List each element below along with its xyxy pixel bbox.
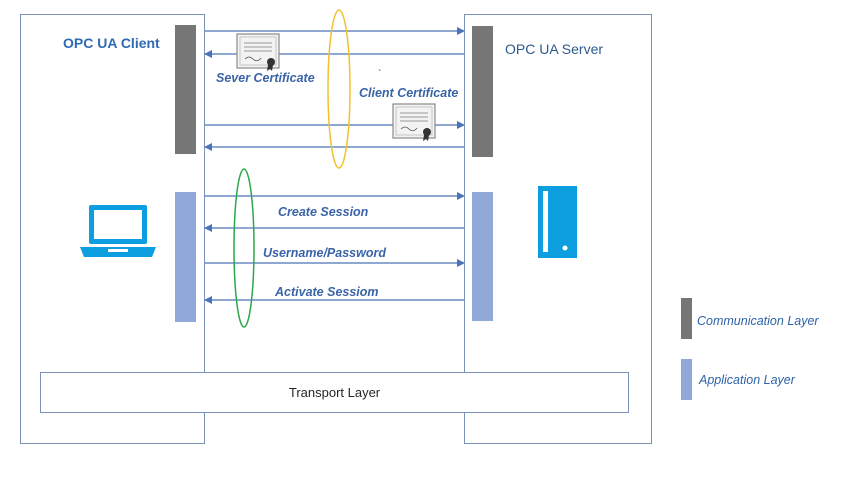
client-communication-layer-bar bbox=[175, 25, 196, 154]
client-application-layer-bar bbox=[175, 192, 196, 322]
certificate-exchange-ellipse bbox=[327, 9, 351, 169]
legend-communication-swatch bbox=[681, 298, 692, 339]
create-session-label: Create Session bbox=[278, 205, 369, 219]
certificate-icon bbox=[392, 103, 436, 141]
legend-application-swatch bbox=[681, 359, 692, 400]
transport-layer-box: Transport Layer bbox=[40, 372, 629, 413]
server-certificate-label: Sever Certificate bbox=[216, 71, 315, 85]
server-icon bbox=[538, 186, 577, 258]
server-application-layer-bar bbox=[472, 192, 493, 321]
activate-session-label: Activate Sessiom bbox=[275, 285, 379, 299]
legend-application-label: Application Layer bbox=[699, 373, 795, 387]
server-title: OPC UA Server bbox=[505, 41, 604, 57]
client-title: OPC UA Client bbox=[63, 35, 160, 51]
laptop-icon bbox=[80, 205, 156, 257]
client-certificate-label: Client Certificate bbox=[359, 86, 459, 100]
username-password-label: Username/Password bbox=[263, 246, 386, 260]
session-exchange-ellipse bbox=[233, 168, 255, 328]
stray-mark: ` bbox=[378, 68, 381, 80]
certificate-icon bbox=[236, 33, 280, 71]
server-communication-layer-bar bbox=[472, 26, 493, 157]
transport-layer-label: Transport Layer bbox=[288, 385, 381, 400]
legend-communication-label: Communication Layer bbox=[697, 314, 819, 328]
